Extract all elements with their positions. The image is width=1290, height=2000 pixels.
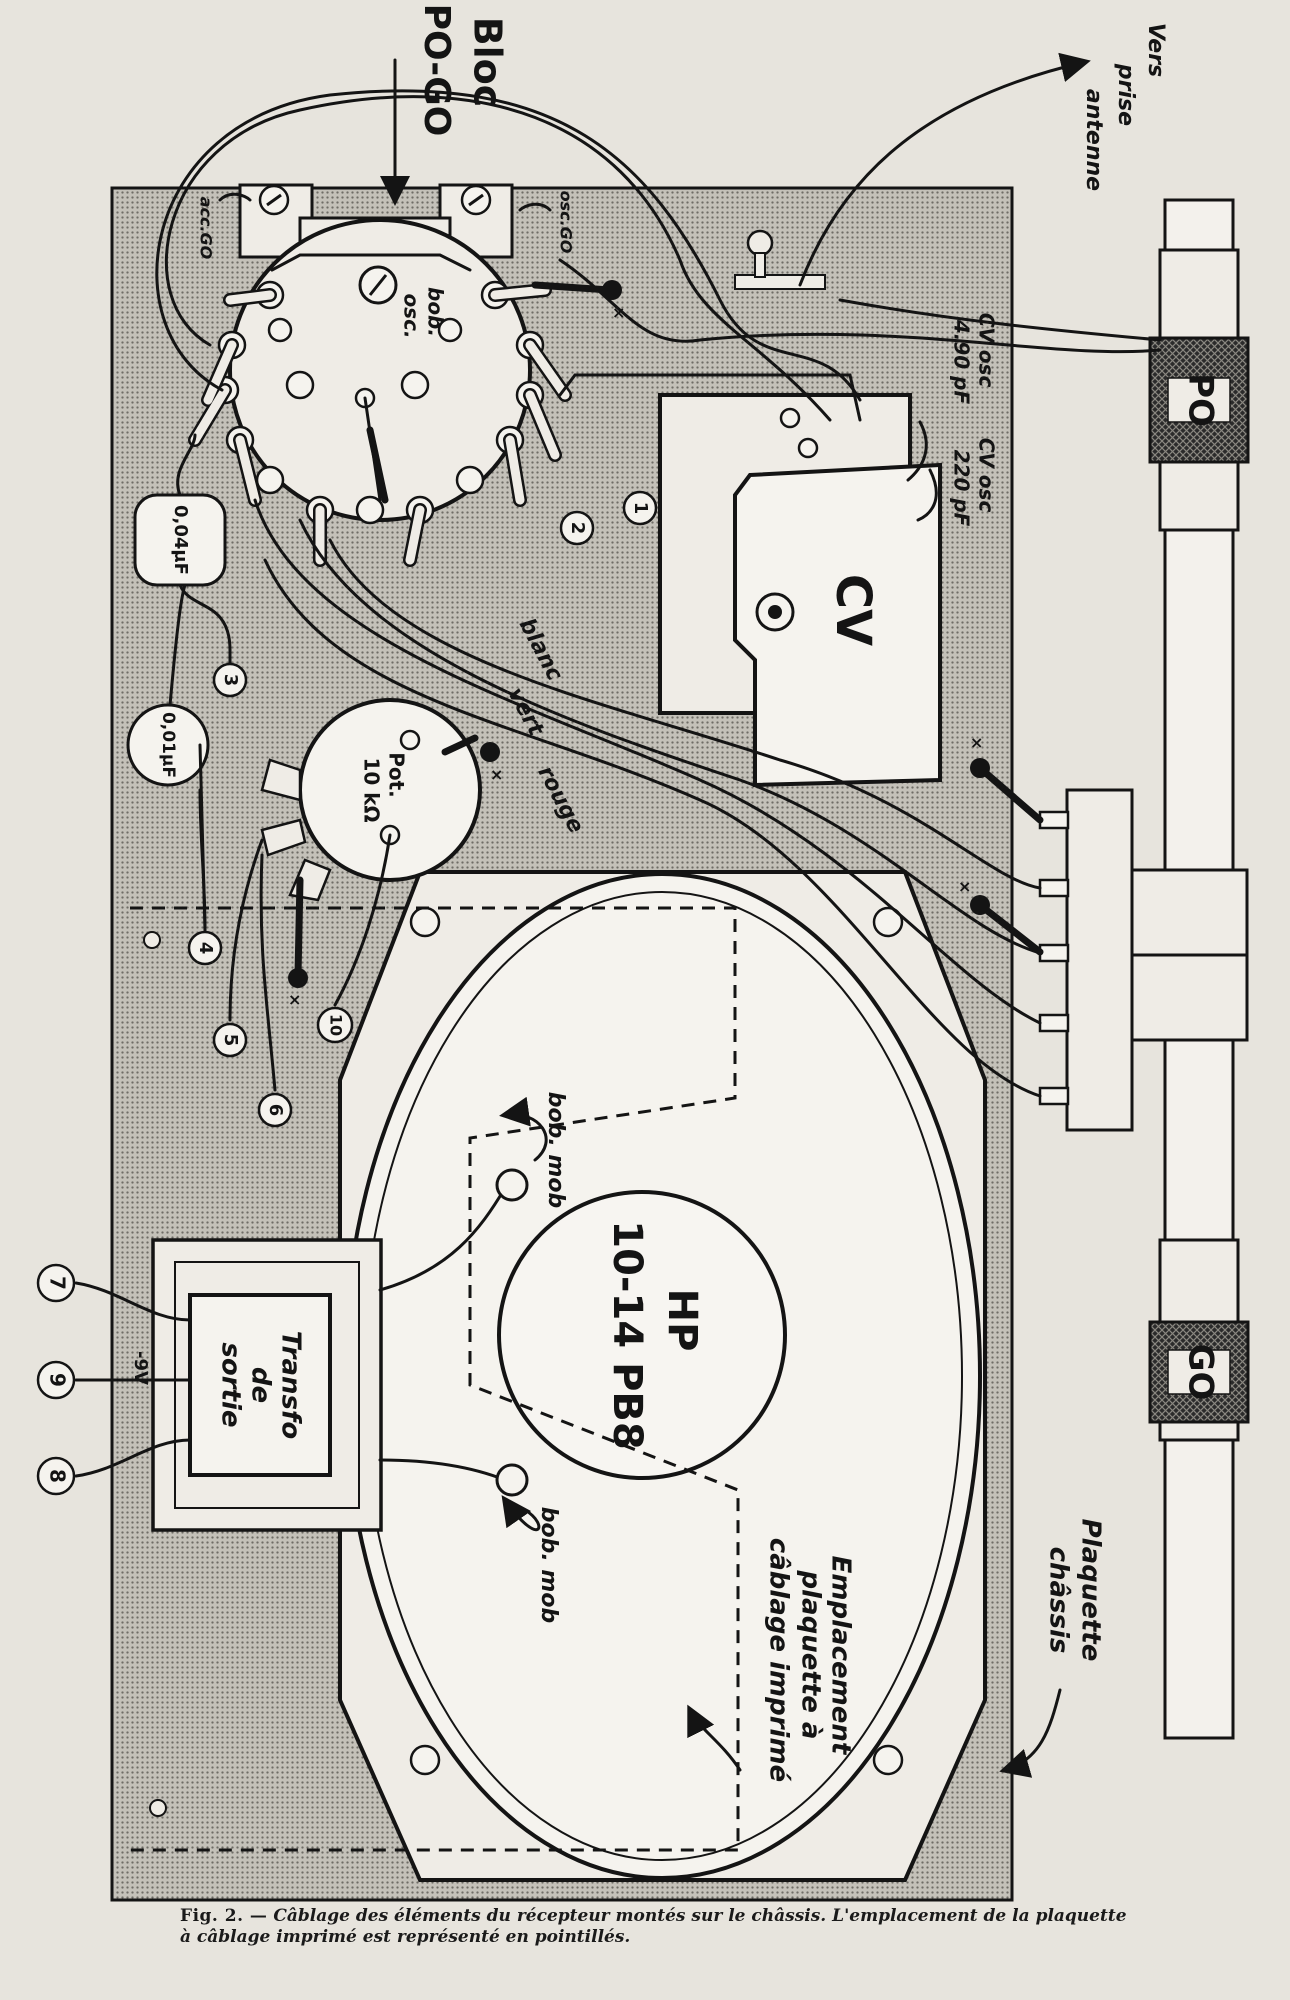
pot-tab-left <box>260 818 307 857</box>
pot-tab-left <box>260 758 302 802</box>
bloc-title: Bloc <box>466 17 510 108</box>
antenna-terminal <box>746 229 774 257</box>
emplacement-label-3: câblage imprimé <box>764 1538 794 1782</box>
transformer-frame-inner <box>174 1261 360 1509</box>
antenna-label-2: prise <box>1113 63 1138 126</box>
cv-shaft-center <box>768 605 782 619</box>
terminal-10-label: 10 <box>327 1014 346 1036</box>
pot-label-2: 10 kΩ <box>360 757 384 822</box>
po-label-box <box>1167 377 1231 423</box>
capacitor-001uf <box>126 703 210 787</box>
cv-osc-490-label-1: CV osc <box>975 313 999 388</box>
pot-label-1: Pot. <box>385 752 409 798</box>
terminal-strip-lugs <box>1038 810 1070 1106</box>
cv-osc-490-label-2: 4.90 pF <box>950 319 974 405</box>
rod-bracket <box>1123 953 1249 1042</box>
terminal-2-label: 2 <box>567 522 588 535</box>
cv-lug <box>797 437 819 459</box>
terminal-10 <box>316 1006 354 1044</box>
transfo-label-1: Transfo <box>276 1331 306 1439</box>
cv-osc-220-label-2: 220 pF <box>950 450 974 527</box>
figure-caption: Fig. 2. — Câblage des éléments du récept… <box>180 1906 1140 1948</box>
terminal-1-label: 1 <box>630 502 651 515</box>
bob-mob-top-label: bob. mob <box>543 1092 568 1208</box>
antenna-label-1: Vers <box>1143 23 1168 77</box>
terminal-8 <box>36 1456 76 1496</box>
plaquette-label-1: Plaquette <box>1076 1519 1106 1662</box>
terminal-5 <box>212 1022 248 1058</box>
terminal-9-label: 9 <box>46 1373 70 1387</box>
chassis-hole <box>149 1799 167 1817</box>
go-label-box <box>1167 1349 1231 1395</box>
figure-caption-text: Câblage des éléments du récepteur montés… <box>180 1906 1127 1947</box>
speaker-mount-hole <box>872 1744 904 1776</box>
speaker-mount-hole <box>409 906 441 938</box>
svg-text:×: × <box>970 733 983 752</box>
voice-coil-terminal <box>495 1168 529 1202</box>
terminal-7-label: 7 <box>46 1276 70 1290</box>
terminal-3-label: 3 <box>220 674 241 687</box>
terminal-3 <box>212 662 248 698</box>
antenna-terminal-post <box>754 252 766 278</box>
svg-text:×: × <box>288 990 301 1009</box>
bob-osc-label-1: bob. <box>424 287 448 337</box>
terminal-6 <box>257 1092 293 1128</box>
bloc-lug-tails-inner <box>190 285 570 565</box>
svg-text:×: × <box>958 877 971 896</box>
pcb-outline-dashed <box>130 906 740 1852</box>
osc-go-label: osc.GO <box>557 191 576 254</box>
terminal-9 <box>36 1360 76 1400</box>
transformer-core <box>188 1293 332 1477</box>
svg-text:×: × <box>612 303 625 322</box>
figure-number: Fig. 2. — <box>180 1906 268 1926</box>
ground-marks: × × × × × <box>288 303 983 1009</box>
terminal-8-label: 8 <box>46 1469 70 1483</box>
terminal-4-label: 4 <box>195 942 216 955</box>
transfo-label-3: sortie <box>216 1342 246 1427</box>
acc-go-label: acc.GO <box>197 197 216 260</box>
bob-osc-label-2: osc. <box>400 293 424 338</box>
plaquette-label-2: châssis <box>1044 1547 1074 1654</box>
speaker-magnet <box>497 1190 787 1480</box>
speaker-mount-hole <box>409 1744 441 1776</box>
hp-label-1: HP <box>659 1289 705 1352</box>
ground-dots <box>288 280 990 988</box>
numbered-terminals: 1 2 3 4 5 6 7 8 9 10 <box>36 490 658 1496</box>
chassis-hole <box>143 931 161 949</box>
terminal-5-label: 5 <box>220 1034 241 1047</box>
variable-capacitor-shield <box>733 462 942 788</box>
cv-osc-220-label-1: CV osc <box>975 438 999 513</box>
svg-text:×: × <box>490 765 503 784</box>
po-label: PO <box>1181 373 1221 427</box>
emplacement-label-2: plaquette à <box>796 1570 826 1740</box>
terminal-2 <box>559 510 595 546</box>
antenna-terminal-plate <box>734 274 826 290</box>
terminal-7 <box>36 1263 76 1303</box>
speaker-mount-hole <box>872 906 904 938</box>
terminal-1 <box>622 490 658 526</box>
emplacement-label-1: Emplacement <box>826 1556 856 1756</box>
cv-lug <box>779 407 801 429</box>
antenna-label-3: antenne <box>1081 89 1106 191</box>
terminal-6-label: 6 <box>265 1104 286 1117</box>
hp-label-2: 10-14 PB8 <box>604 1220 650 1450</box>
cap-001-label: 0,01μF <box>158 712 178 778</box>
wires <box>74 52 1162 1778</box>
bob-mob-bottom-label: bob. mob <box>536 1507 561 1623</box>
cv-label: CV <box>825 574 881 646</box>
transfo-label-2: de <box>246 1367 276 1403</box>
ground-straps <box>294 281 1044 979</box>
voice-coil-terminal <box>495 1463 529 1497</box>
minus-9v-label: -9V <box>130 1351 151 1385</box>
bloc-subtitle: PO-GO <box>416 4 457 137</box>
go-label: GO <box>1181 1344 1221 1401</box>
cap-004-label: 0,04μF <box>170 505 191 575</box>
terminal-strip <box>1065 788 1134 1132</box>
terminal-4 <box>187 930 223 966</box>
rod-bracket <box>1123 868 1249 962</box>
